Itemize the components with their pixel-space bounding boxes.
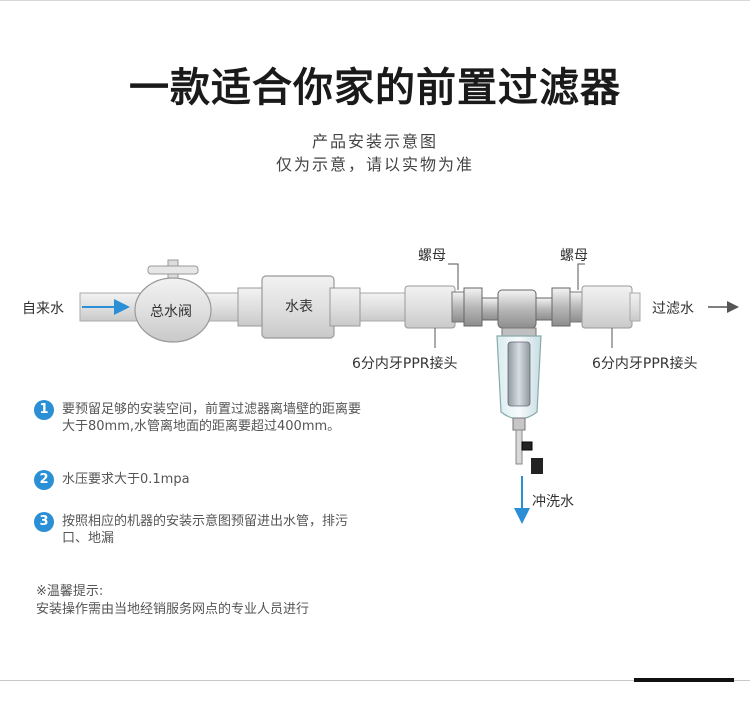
note-text: 要预留足够的安装空间，前置过滤器离墙壁的距离要大于80mm,水管离地面的距离要超… [62, 402, 362, 434]
note-text: 按照相应的机器的安装示意图预留进出水管，排污口、地漏 [62, 514, 349, 546]
diagram-subtitle: 产品安装示意图 [311, 132, 438, 151]
note-text: 水压要求大于0.1mpa [62, 472, 190, 487]
tip-title: ※温馨提示: [36, 584, 104, 599]
main-valve [134, 259, 212, 343]
right-nut-label: 螺母 [560, 248, 588, 264]
inlet-label: 自来水 [22, 301, 64, 317]
main-valve-label: 总水阀 [150, 304, 192, 320]
flush-label: 冲洗水 [532, 494, 574, 510]
bottom-divider [0, 680, 750, 681]
note-number-badge: 1 [34, 400, 54, 420]
note-number-badge: 3 [34, 512, 54, 532]
top-divider [0, 0, 750, 1]
home-indicator-bar [634, 678, 734, 682]
prefilter-unit [481, 289, 553, 474]
callout-leaders [434, 263, 613, 348]
left-ppr-joint [404, 285, 483, 329]
disclaimer-text: 仅为示意，请以实物为准 [275, 155, 474, 174]
left-ppr-label: 6分内牙PPR接头 [352, 355, 458, 372]
left-nut-label: 螺母 [418, 248, 446, 264]
right-ppr-joint [551, 285, 641, 329]
right-ppr-label: 6分内牙PPR接头 [592, 355, 698, 372]
water-meter [237, 275, 361, 339]
outlet-label: 过滤水 [652, 301, 694, 317]
page-title: 一款适合你家的前置过滤器 [129, 65, 621, 111]
installation-diagram: 自来水 总水阀 水表 螺母 螺母 过滤水 6分内牙PPR接头 6分内牙PPR接头… [22, 248, 739, 524]
water-meter-label: 水表 [285, 299, 313, 315]
note-number-badge: 2 [34, 470, 54, 490]
tip-text: 安装操作需由当地经销服务网点的专业人员进行 [36, 602, 310, 617]
